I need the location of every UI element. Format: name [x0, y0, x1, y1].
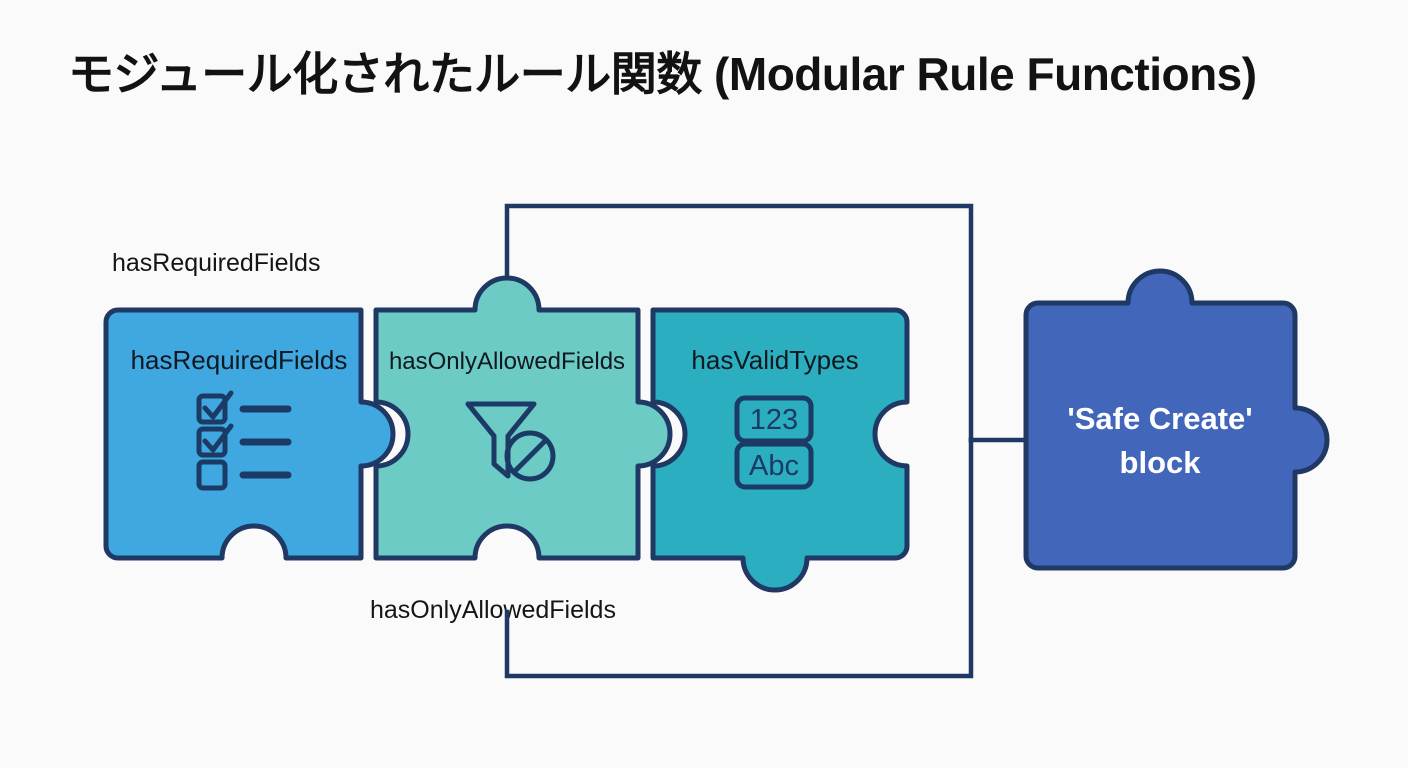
piece-1-shape[interactable]: [103, 307, 396, 561]
safe-block-shape[interactable]: [1023, 268, 1330, 571]
puzzle-piece-has-valid-types[interactable]: hasValidTypes 123 Abc: [650, 307, 910, 593]
puzzle-piece-has-required-fields[interactable]: hasRequiredFields: [103, 307, 396, 561]
checklist-icon: [196, 390, 292, 491]
safe-create-block[interactable]: 'Safe Create' block: [1023, 268, 1330, 571]
connector-top-route: [504, 203, 974, 443]
token-numeric-label: 123: [750, 404, 798, 436]
token-alpha-label: Abc: [749, 450, 799, 482]
connector-bottom-route: [504, 437, 974, 679]
piece-2-label: hasOnlyAllowedFields: [389, 348, 625, 375]
page-title: モジュール化されたルール関数 (Modular Rule Functions): [68, 48, 1257, 100]
filter-blocked-icon: [465, 401, 556, 482]
safe-block-line2: block: [1120, 445, 1202, 480]
type-tokens-icon: 123 Abc: [734, 395, 814, 490]
piece-3-shape[interactable]: [650, 307, 910, 593]
safe-block-line1: 'Safe Create': [1067, 401, 1252, 436]
external-label-top: hasRequiredFields: [112, 249, 321, 277]
piece-3-label: hasValidTypes: [691, 345, 858, 375]
external-label-bottom: hasOnlyAllowedFields: [370, 596, 616, 624]
puzzle-piece-has-only-allowed-fields[interactable]: hasOnlyAllowedFields: [373, 275, 673, 561]
piece-1-label: hasRequiredFields: [131, 345, 348, 375]
connector-group: [504, 203, 1033, 679]
